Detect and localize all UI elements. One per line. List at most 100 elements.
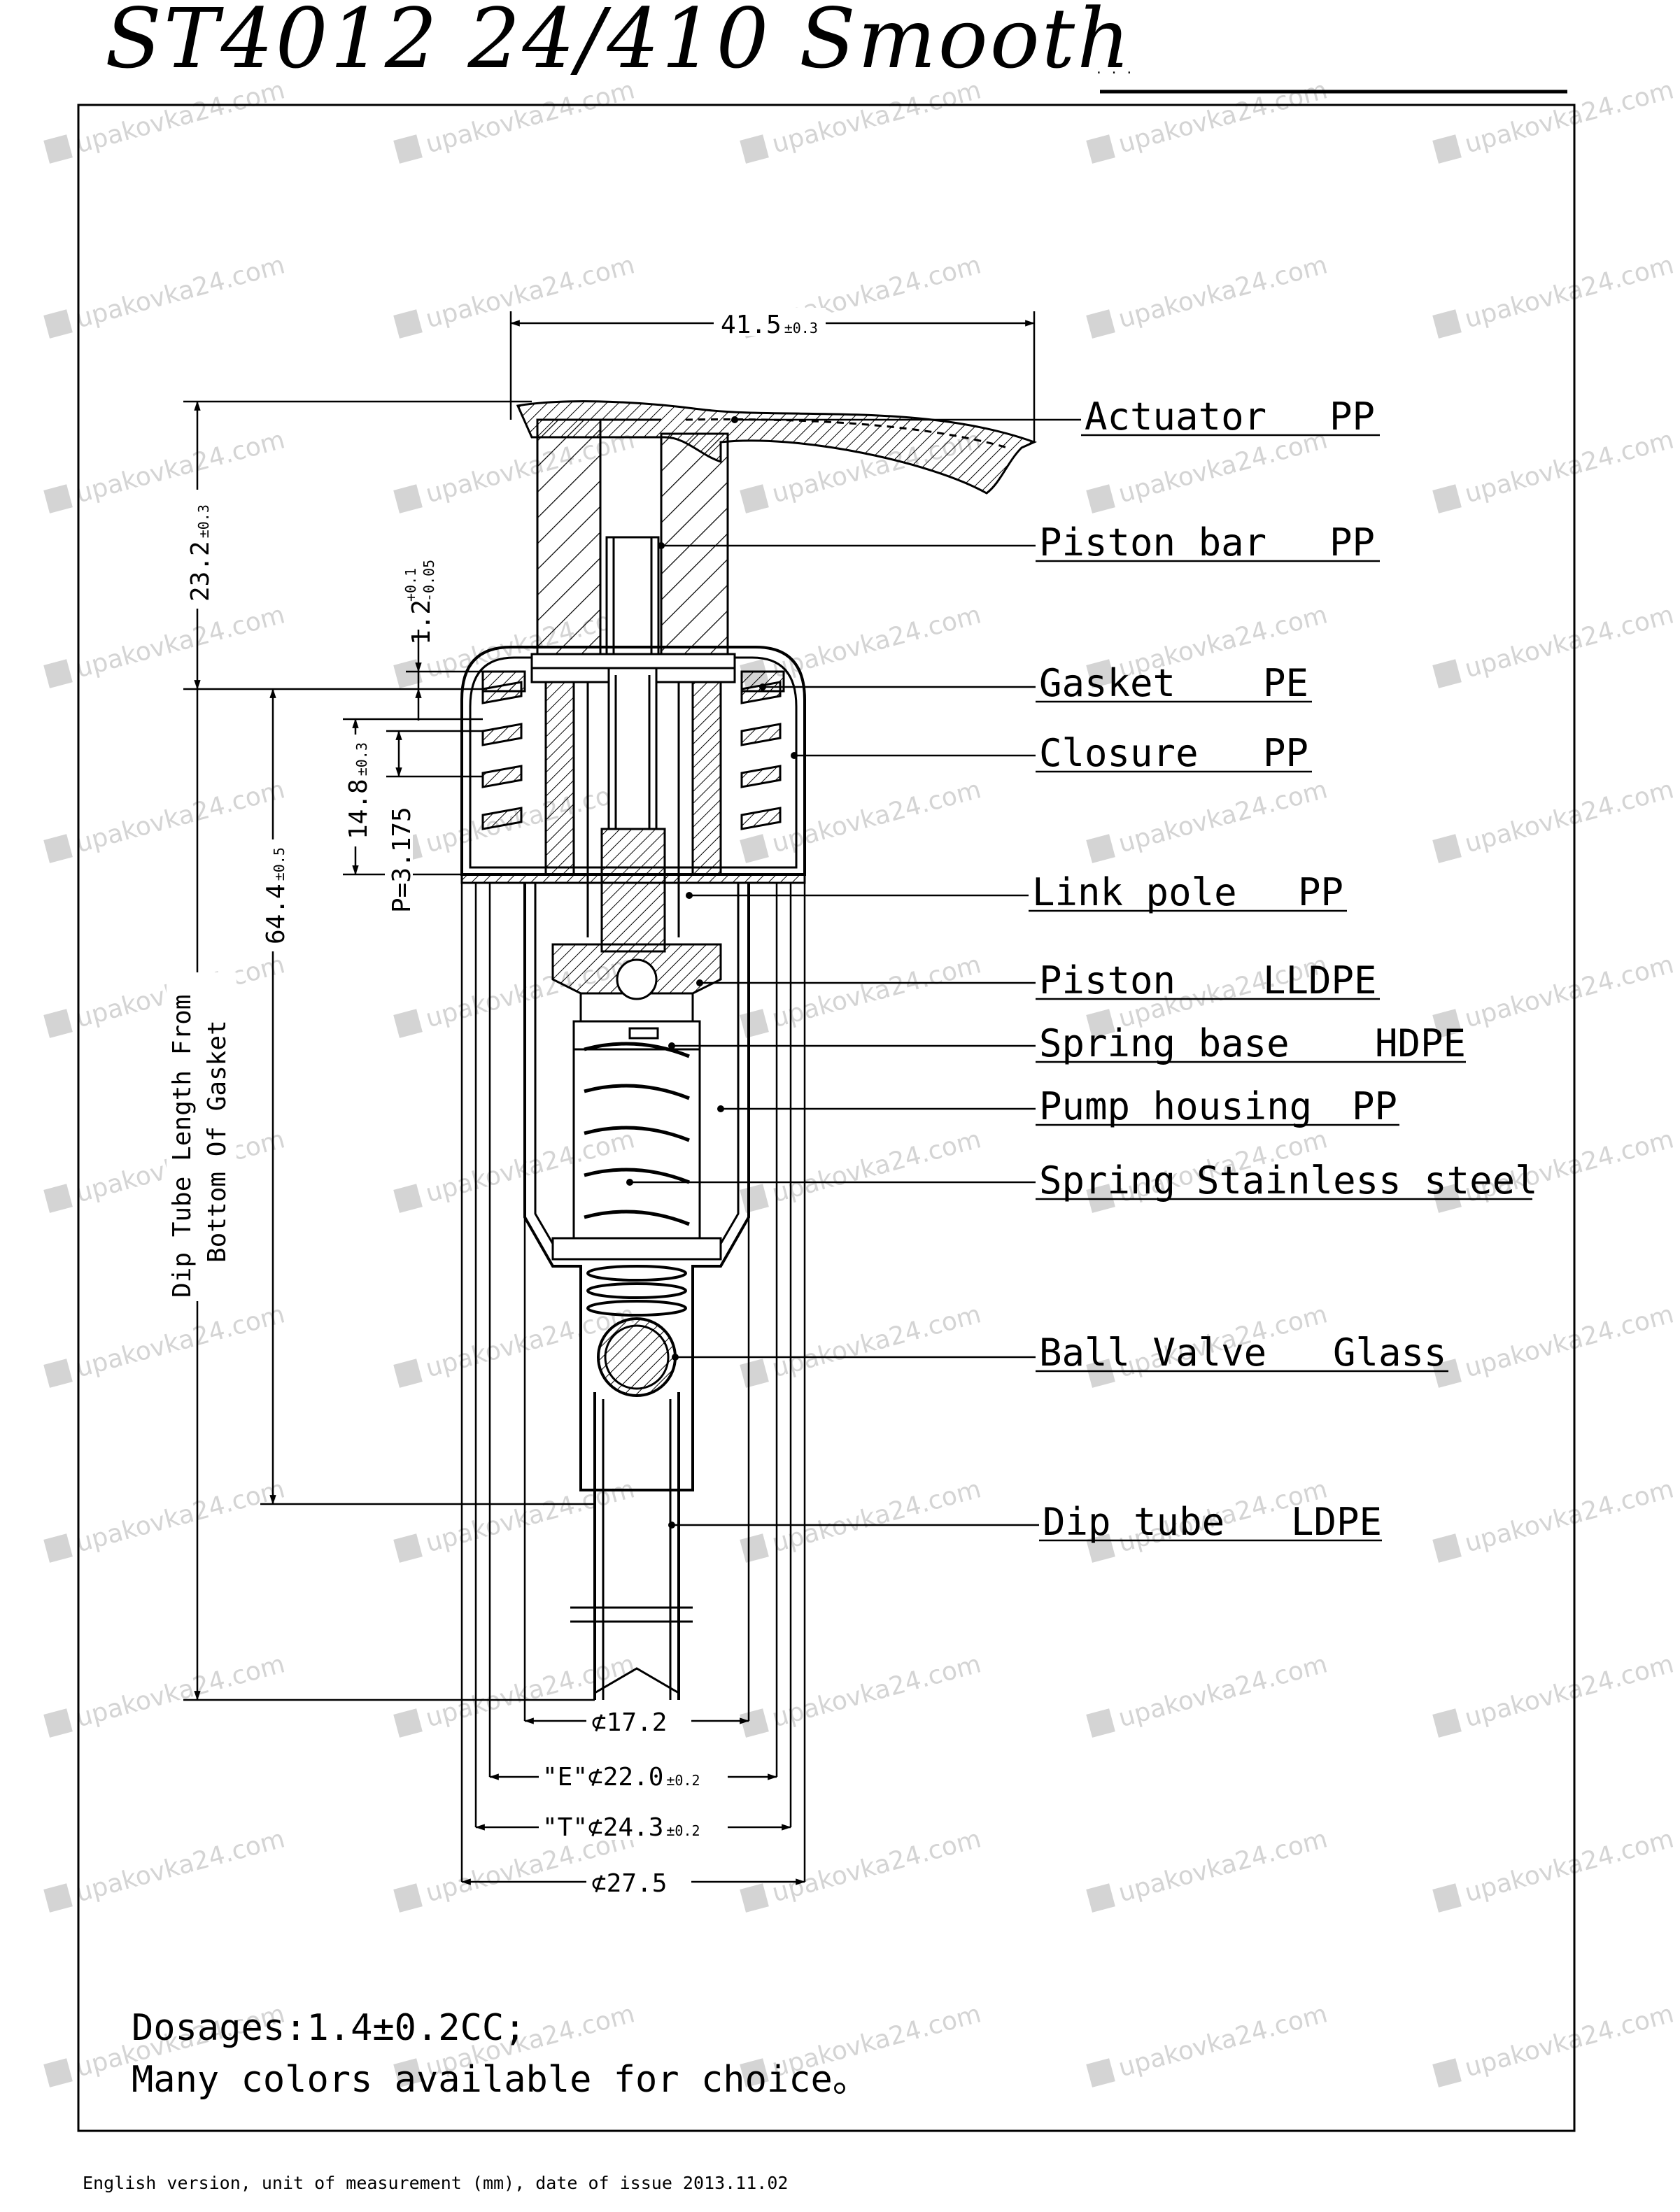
watermark-tile: upakovka24.com (1086, 76, 1330, 164)
drawing-notes: Dosages:1.4±0.2CC; Many colors available… (132, 2002, 869, 2106)
watermark-tile: upakovka24.com (1432, 1824, 1677, 1913)
watermark-tile: upakovka24.com (1432, 1300, 1677, 1388)
watermark-text: upakovka24.com (1462, 1650, 1677, 1733)
watermark-logo-icon (393, 484, 423, 513)
watermark-logo-icon (1086, 1708, 1115, 1738)
watermark-logo-icon (1432, 484, 1462, 513)
closure (460, 646, 806, 876)
watermark-text: upakovka24.com (1115, 1824, 1330, 1908)
dim-thread-pitch: P=3.175 (388, 807, 416, 913)
watermark-logo-icon (1432, 1883, 1462, 1913)
watermark-text: upakovka24.com (769, 950, 984, 1033)
watermark-tile: upakovka24.com (1432, 1650, 1677, 1738)
watermark-tile: upakovka24.com (43, 950, 288, 1038)
watermark-tile: upakovka24.com (393, 250, 637, 339)
watermark-tile: upakovka24.com (43, 600, 288, 688)
pump-housing (523, 883, 750, 1491)
watermark-text: upakovka24.com (769, 1650, 984, 1733)
watermark-logo-icon (740, 1009, 769, 1038)
watermark-logo-icon (740, 1883, 769, 1913)
watermark-text: upakovka24.com (73, 775, 288, 858)
watermark-text: upakovka24.com (769, 1824, 984, 1908)
dimension-lines (183, 311, 1036, 1885)
watermark-logo-icon (740, 1359, 769, 1388)
watermark-text: upakovka24.com (73, 1475, 288, 1558)
watermark-logo-icon (1432, 309, 1462, 339)
watermark-tile: upakovka24.com (43, 1475, 288, 1563)
watermark-tile: upakovka24.com (1432, 1999, 1677, 2087)
watermark-logo-icon (393, 1708, 423, 1738)
watermark-logo-icon (43, 834, 73, 863)
watermark-tile: upakovka24.com (43, 76, 288, 164)
watermark-tile: upakovka24.com (1086, 1650, 1330, 1738)
dim-dia-housing: ⊄17.2 (591, 1708, 667, 1737)
watermark-logo-icon (43, 1009, 73, 1038)
watermark-logo-icon (43, 1359, 73, 1388)
watermark-logo-icon (43, 659, 73, 688)
watermark-tile: upakovka24.com (1432, 600, 1677, 688)
watermark-logo-icon (1086, 659, 1115, 688)
watermark-logo-icon (1432, 134, 1462, 164)
watermark-text: upakovka24.com (1115, 76, 1330, 159)
watermark-tile: upakovka24.com (43, 1125, 288, 1213)
watermark-tile: upakovka24.com (393, 76, 637, 164)
watermark-logo-icon (43, 134, 73, 164)
watermark-tile: upakovka24.com (740, 1824, 984, 1913)
dim-actuator-width: 41.5±0.3 (721, 311, 818, 339)
watermark-logo-icon (1086, 2058, 1115, 2087)
watermark-text: upakovka24.com (1462, 1300, 1677, 1383)
closure-thread-right (740, 681, 782, 830)
watermark-text: upakovka24.com (769, 1125, 984, 1208)
colors-note: Many colors available for choice。 (132, 2059, 869, 2101)
watermark-logo-icon (1432, 1359, 1462, 1388)
link-pole-left (544, 681, 575, 876)
watermark-text: upakovka24.com (73, 600, 288, 683)
svg-text:. . .: . . . (1095, 62, 1133, 77)
watermark-logo-icon (43, 1708, 73, 1738)
watermark-text: upakovka24.com (73, 1650, 288, 1733)
watermark-tile: upakovka24.com (43, 1300, 288, 1388)
dim-thread-height: 14.8±0.3 (344, 742, 373, 839)
watermark-text: upakovka24.com (1462, 76, 1677, 159)
watermark-logo-icon (1432, 1533, 1462, 1563)
link-pole-right (691, 681, 722, 876)
watermark-logo-icon (393, 309, 423, 339)
watermark-text: upakovka24.com (423, 1125, 637, 1208)
watermark-logo-icon (740, 1184, 769, 1213)
watermark-text: upakovka24.com (1462, 250, 1677, 334)
watermark-text: upakovka24.com (1462, 425, 1677, 509)
watermark-text: upakovka24.com (1115, 250, 1330, 334)
watermark-logo-icon (1086, 134, 1115, 164)
watermark-text: upakovka24.com (769, 600, 984, 683)
dim-dip-tube-label-2: Bottom Of Gasket (203, 1020, 232, 1263)
watermark-tile: upakovka24.com (1086, 250, 1330, 339)
dim-dia-e: "E"⊄22.0±0.2 (542, 1763, 700, 1792)
watermark-text: upakovka24.com (73, 1300, 288, 1383)
watermark-text: upakovka24.com (423, 250, 637, 334)
title-rule: . . . (1095, 62, 1567, 94)
ball-valve (597, 1317, 677, 1397)
watermark-text: upakovka24.com (1462, 950, 1677, 1033)
gasket-left (481, 670, 526, 693)
watermark-logo-icon (740, 834, 769, 863)
watermark-tile: upakovka24.com (1086, 775, 1330, 863)
watermark-logo-icon (740, 2058, 769, 2087)
dim-dip-tube-label-1: Dip Tube Length From (168, 995, 197, 1298)
watermark-tile: upakovka24.com (1432, 425, 1677, 513)
watermark-logo-icon (43, 484, 73, 513)
watermark-tile: upakovka24.com (1432, 950, 1677, 1038)
watermark-tile: upakovka24.com (43, 250, 288, 339)
closure-thread-left (481, 681, 523, 830)
watermark-logo-icon (393, 1359, 423, 1388)
watermark-logo-icon (393, 1533, 423, 1563)
dip-tube (593, 1392, 680, 1700)
watermark-text: upakovka24.com (73, 76, 288, 159)
